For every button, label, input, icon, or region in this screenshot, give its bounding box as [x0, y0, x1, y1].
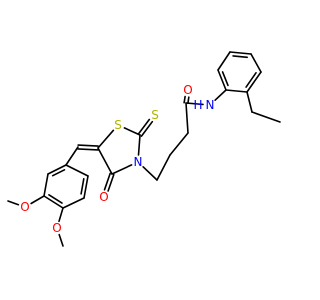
- amide-hydrogen-atom: H: [193, 98, 202, 112]
- single-bond: [62, 197, 85, 209]
- single-bond: [58, 233, 64, 247]
- methoxy-oxygen-atom: O: [52, 221, 61, 235]
- aromatic-inner-bond: [232, 55, 248, 59]
- single-bond: [156, 154, 171, 181]
- single-bond: [123, 127, 141, 136]
- bond-layer: [7, 51, 281, 247]
- single-bond: [65, 164, 89, 177]
- aromatic-bond: [246, 71, 262, 93]
- single-bond: [214, 89, 227, 101]
- aromatic-bond: [47, 164, 67, 175]
- single-bond: [65, 146, 79, 166]
- double-bond: [77, 148, 99, 151]
- ketone-oxygen-atom: O: [99, 190, 108, 204]
- aromatic-inner-bond: [221, 71, 229, 87]
- single-bond: [30, 195, 45, 205]
- methoxy-oxygen-atom: O: [20, 200, 29, 214]
- double-bond: [187, 96, 190, 105]
- single-bond: [142, 166, 158, 181]
- single-bond: [43, 173, 49, 197]
- double-bond: [137, 118, 151, 135]
- single-bond: [225, 89, 248, 93]
- single-bond: [246, 91, 253, 113]
- double-bond: [183, 95, 186, 104]
- single-bond: [97, 147, 113, 175]
- single-bond: [251, 111, 281, 123]
- single-bond: [97, 129, 115, 149]
- single-bond: [217, 51, 231, 71]
- amide-nitrogen-atom: N: [206, 98, 215, 112]
- aromatic-bond: [217, 69, 227, 91]
- ring-nitrogen-atom: N: [134, 155, 143, 169]
- single-bond: [111, 164, 133, 175]
- double-bond: [77, 144, 99, 147]
- amide-oxygen-atom: O: [183, 83, 192, 97]
- single-bond: [137, 134, 141, 156]
- single-bond: [250, 53, 262, 73]
- thione-sulfur-atom: S: [151, 108, 159, 122]
- single-bond: [185, 102, 204, 106]
- aromatic-inner-bond: [245, 72, 257, 88]
- single-bond: [7, 200, 20, 206]
- aromatic-bond: [229, 51, 252, 55]
- single-bond: [58, 207, 64, 223]
- aromatic-bond: [83, 175, 89, 199]
- aromatic-inner-bond: [80, 178, 85, 195]
- ring-sulfur-atom: S: [114, 118, 122, 132]
- aromatic-inner-bond: [48, 194, 63, 204]
- aromatic-bond: [43, 195, 64, 209]
- double-bond: [103, 172, 111, 191]
- double-bond: [107, 173, 115, 192]
- single-bond: [185, 102, 189, 134]
- double-bond: [140, 120, 154, 137]
- aromatic-inner-bond: [51, 169, 66, 177]
- single-bond: [169, 132, 189, 156]
